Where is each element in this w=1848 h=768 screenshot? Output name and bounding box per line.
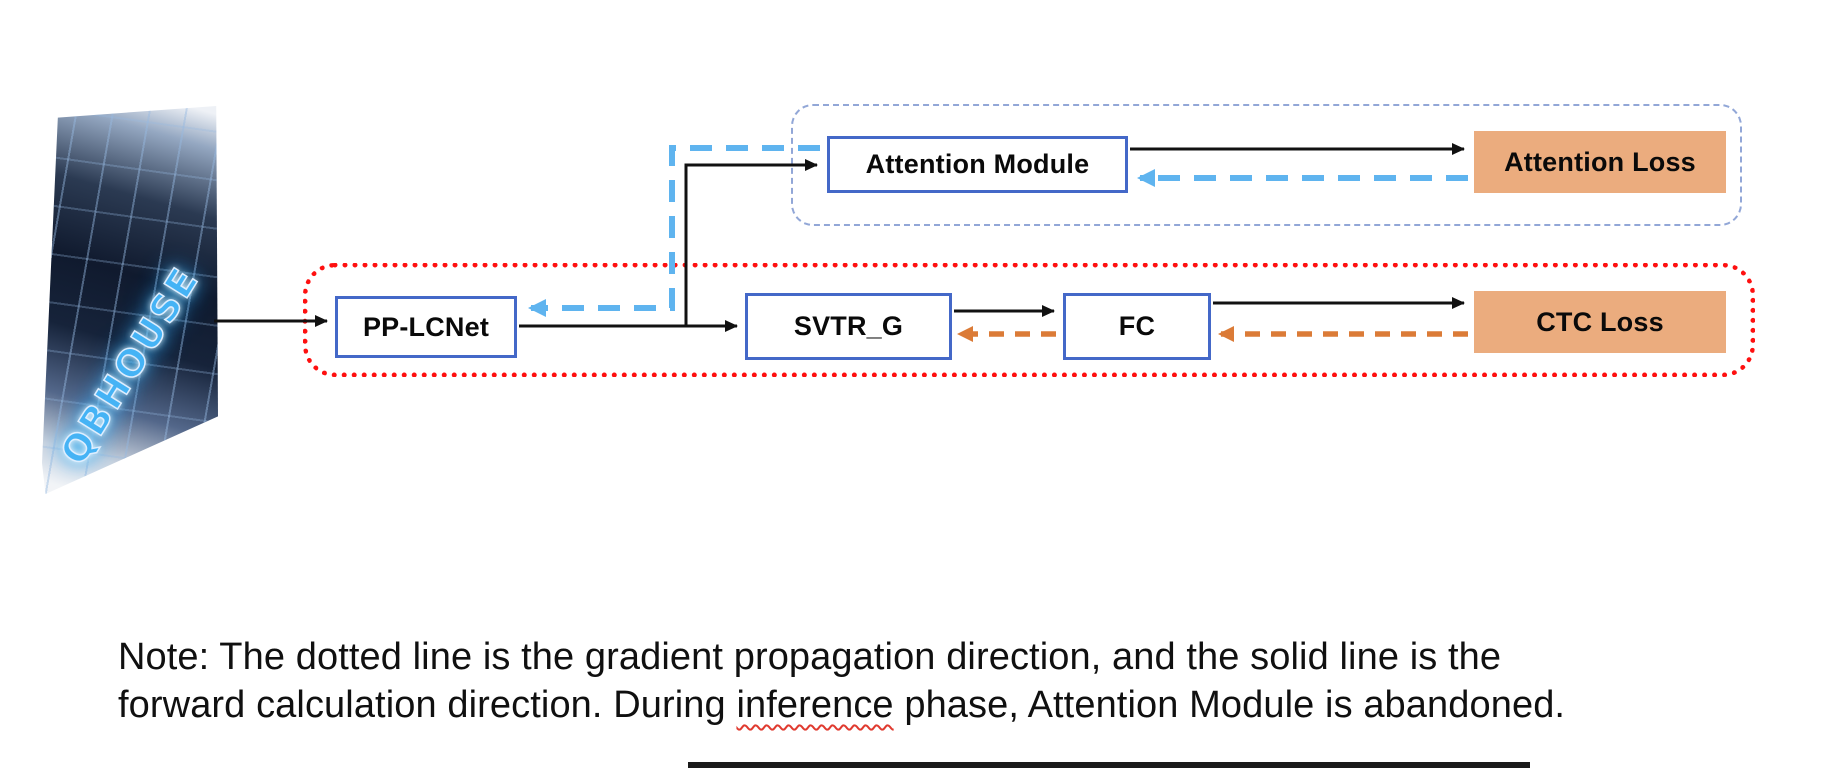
note-line2: forward calculation direction. During in… bbox=[118, 682, 1832, 730]
node-attention-loss-label: Attention Loss bbox=[1504, 146, 1696, 177]
node-attention-module: Attention Module bbox=[827, 136, 1128, 193]
note-line2-pre: forward calculation direction. During bbox=[118, 683, 737, 726]
node-attention-module-label: Attention Module bbox=[865, 149, 1090, 179]
note-line1: Note: The dotted line is the gradient pr… bbox=[118, 636, 1502, 678]
note-spellcheck-word: inference bbox=[736, 683, 894, 726]
note-line2-post: phase, Attention Module is abandoned. bbox=[893, 683, 1566, 726]
input-image-tile-grid bbox=[42, 106, 218, 494]
node-pp-lcnet: PP-LCNet bbox=[335, 296, 517, 358]
bottom-edge-line bbox=[688, 762, 1530, 768]
gradient-arrow-attention-to-pplcnet bbox=[528, 145, 820, 317]
node-ctc-loss: CTC Loss bbox=[1474, 291, 1726, 353]
node-fc-label: FC bbox=[1118, 311, 1156, 341]
node-attention-loss: Attention Loss bbox=[1474, 131, 1726, 193]
node-svtr-g: SVTR_G bbox=[745, 293, 952, 360]
input-image: QBHOUSE bbox=[42, 106, 218, 494]
arrow-branch-to-attention-module bbox=[684, 159, 818, 326]
node-ctc-loss-label: CTC Loss bbox=[1536, 306, 1664, 337]
node-pp-lcnet-label: PP-LCNet bbox=[362, 311, 490, 342]
node-fc: FC bbox=[1063, 293, 1211, 360]
node-svtr-g-label: SVTR_G bbox=[793, 311, 904, 341]
note-text: Note: The dotted line is the gradient pr… bbox=[118, 634, 1832, 730]
